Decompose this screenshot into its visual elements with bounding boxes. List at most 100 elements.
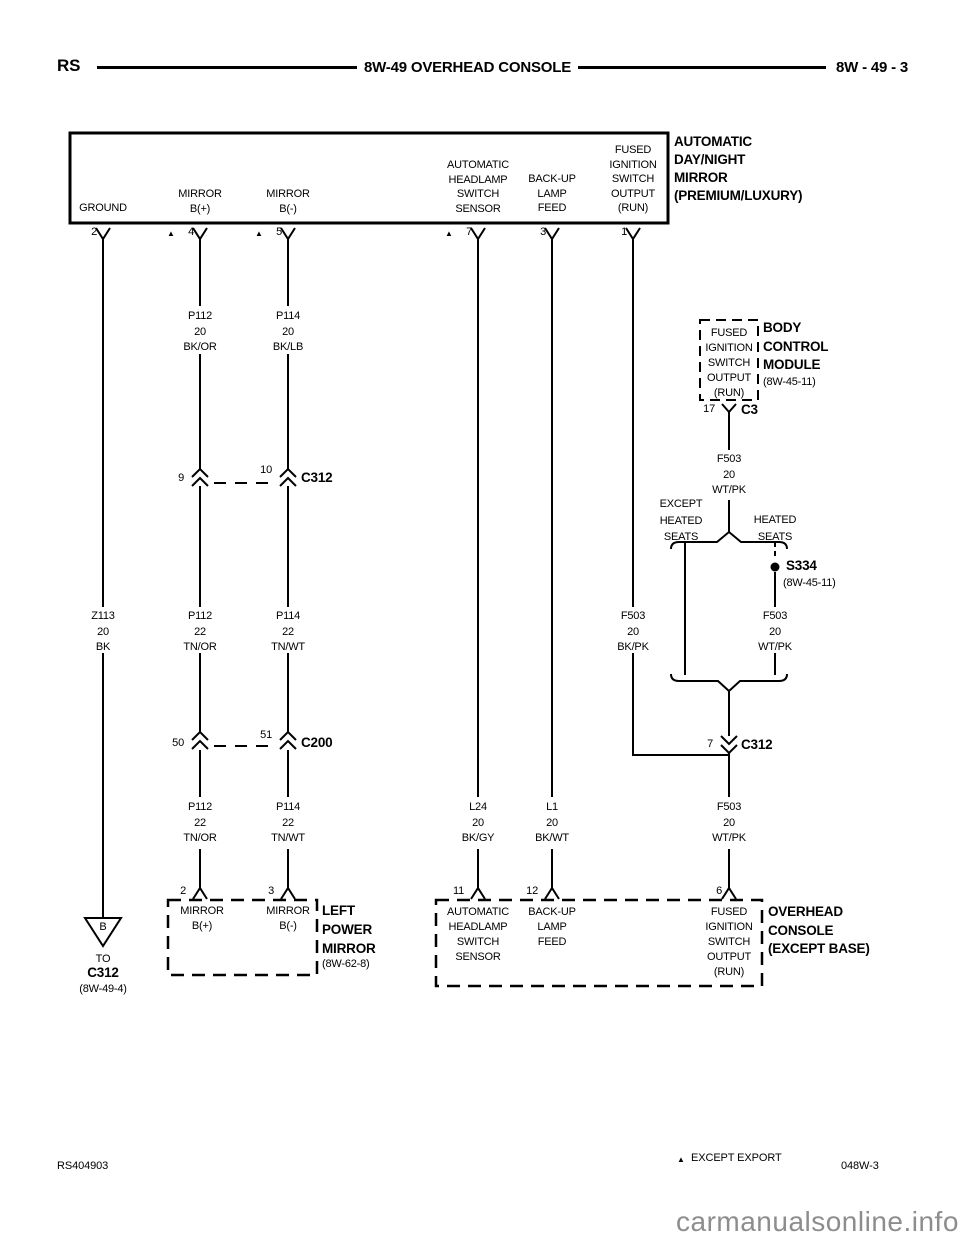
connector-pin-number: 17 — [703, 403, 715, 415]
branch-label-except-heated-seats: EXCEPT HEATED SEATS — [659, 498, 703, 543]
header-rule-right — [578, 66, 826, 69]
splice-ref: (8W-45-11) — [783, 577, 836, 589]
pin-socket-icon — [470, 227, 486, 249]
pin-number: 3 — [540, 226, 546, 238]
connector-chevron-icon — [720, 735, 738, 755]
pin-plug-icon — [470, 886, 486, 900]
connector-name-c200: C200 — [301, 735, 333, 750]
page-title: 8W-49 OVERHEAD CONSOLE — [364, 59, 571, 76]
export-marker-icon: ▲ — [255, 229, 263, 238]
wire-label-p112-lower: P112 22 TN/OR — [183, 801, 217, 844]
pin-plug-icon — [192, 886, 208, 900]
wire-label-l24: L24 20 BK/GY — [461, 801, 495, 844]
export-note: EXCEPT EXPORT — [691, 1152, 782, 1164]
connector-pin-number: 10 — [260, 464, 272, 476]
mirror-box-title: AUTOMATIC DAY/NIGHT MIRROR (PREMIUM/LUXU… — [674, 134, 803, 203]
pin-number: 2 — [91, 226, 97, 238]
connector-name-c312-upper: C312 — [301, 470, 333, 485]
branch-split-brace — [670, 530, 788, 550]
mirror-box-pin-label: MIRROR B(+) — [180, 905, 224, 932]
mirror-pin-label-backup: BACK-UP LAMP FEED — [528, 173, 576, 214]
left-mirror-ref: (8W-62-8) — [322, 958, 370, 970]
splice-dot-icon — [770, 562, 780, 572]
console-title: OVERHEAD CONSOLE (EXCEPT BASE) — [768, 904, 870, 956]
connector-name-c312-lower: C312 — [741, 737, 773, 752]
wire-label-p114-upper: P114 20 BK/LB — [272, 310, 304, 353]
page-model-code: RS — [57, 56, 81, 75]
connector-chevron-icon — [279, 467, 297, 487]
pin-socket-icon — [544, 227, 560, 249]
wire-label-p112-upper: P112 20 BK/OR — [183, 310, 217, 353]
wire-label-f503-heated: F503 20 WT/PK — [758, 610, 792, 653]
wire-f503-bkpk — [632, 249, 729, 756]
export-marker-icon: ▲ — [445, 229, 453, 238]
ground-to-label: TO — [95, 953, 111, 965]
splice-name: S334 — [786, 558, 817, 573]
mirror-box-outline — [68, 131, 670, 225]
branch-merge-brace — [670, 673, 788, 693]
connector-pin-number: 7 — [707, 738, 713, 750]
connector-chevron-icon — [191, 467, 209, 487]
pin-plug-icon — [544, 886, 560, 900]
mirror-box-pin-label: MIRROR B(-) — [266, 905, 310, 932]
doc-code: RS404903 — [57, 1160, 109, 1172]
pin-number: 4 — [188, 226, 194, 238]
pin-socket-icon — [625, 227, 641, 249]
wire-label-f503-bcm: F503 20 WT/PK — [712, 453, 746, 496]
branch-label-heated-seats: HEATED SEATS — [753, 514, 797, 543]
pin-number: 12 — [526, 885, 538, 897]
mirror-pin-label-ahls: AUTOMATIC HEADLAMP SWITCH SENSOR — [447, 159, 509, 215]
connector-pin-number: 51 — [260, 729, 272, 741]
console-pin-label-ahls: AUTOMATIC HEADLAMP SWITCH SENSOR — [447, 906, 509, 963]
connector-pin-number: 9 — [178, 472, 184, 484]
mirror-pin-label-ign: FUSED IGNITION SWITCH OUTPUT (RUN) — [609, 144, 657, 214]
console-pin-label-backup: BACK-UP LAMP FEED — [528, 906, 576, 948]
mirror-pin-label-b-plus: MIRROR B(+) — [178, 188, 222, 215]
left-mirror-title: LEFT POWER MIRROR — [322, 903, 376, 956]
ground-ref-page: (8W-49-4) — [79, 983, 127, 995]
export-marker-icon: ▲ — [167, 229, 175, 238]
left-mirror-box-outline — [166, 898, 319, 977]
mirror-pin-label-ground: GROUND — [79, 202, 127, 214]
connector-pin-number: 50 — [172, 737, 184, 749]
ground-triangle-icon — [83, 917, 123, 948]
header-rule-left — [97, 66, 357, 69]
wire-label-z113: Z113 20 BK — [91, 610, 115, 653]
console-box-outline — [434, 898, 764, 988]
pin-number: 1 — [621, 226, 627, 238]
wire-label-l1: L1 20 BK/WT — [535, 801, 569, 844]
pin-socket-icon — [721, 403, 737, 420]
connector-chevron-icon — [191, 730, 209, 750]
bcm-ref: (8W-45-11) — [763, 376, 816, 388]
bcm-pin-label: FUSED IGNITION SWITCH OUTPUT (RUN) — [705, 327, 753, 399]
mirror-pin-label-b-minus: MIRROR B(-) — [266, 188, 310, 215]
pin-plug-icon — [280, 886, 296, 900]
pin-socket-icon — [192, 227, 208, 249]
ground-connector-name: C312 — [87, 965, 119, 980]
wire-label-f503-bkpk: F503 20 BK/PK — [617, 610, 649, 653]
watermark: carmanualsonline.info — [676, 1206, 959, 1237]
connector-chevron-icon — [279, 730, 297, 750]
page-number: 8W - 49 - 3 — [836, 59, 908, 76]
connector-name-c3: C3 — [741, 402, 758, 417]
pin-number: 7 — [466, 226, 472, 238]
pin-number: 11 — [452, 885, 464, 897]
pin-plug-icon — [721, 886, 737, 900]
wire-label-p114-lower: P114 22 TN/WT — [271, 801, 305, 844]
pin-socket-icon — [95, 227, 111, 249]
bcm-title: BODY CONTROL MODULE — [763, 320, 829, 372]
ground-letter: B — [99, 921, 107, 933]
wire-label-p114-mid: P114 22 TN/WT — [271, 610, 305, 653]
wire-label-f503-console: F503 20 WT/PK — [712, 801, 746, 844]
export-marker-icon: ▲ — [677, 1155, 685, 1164]
pin-number: 5 — [276, 226, 282, 238]
pin-number: 6 — [716, 885, 722, 897]
bcm-box-outline — [699, 319, 759, 401]
sheet-code: 048W-3 — [841, 1160, 879, 1172]
wire-label-p112-mid: P112 22 TN/OR — [183, 610, 217, 653]
pin-socket-icon — [280, 227, 296, 249]
pin-number: 2 — [180, 885, 186, 897]
console-pin-label-ign: FUSED IGNITION SWITCH OUTPUT (RUN) — [705, 906, 753, 978]
